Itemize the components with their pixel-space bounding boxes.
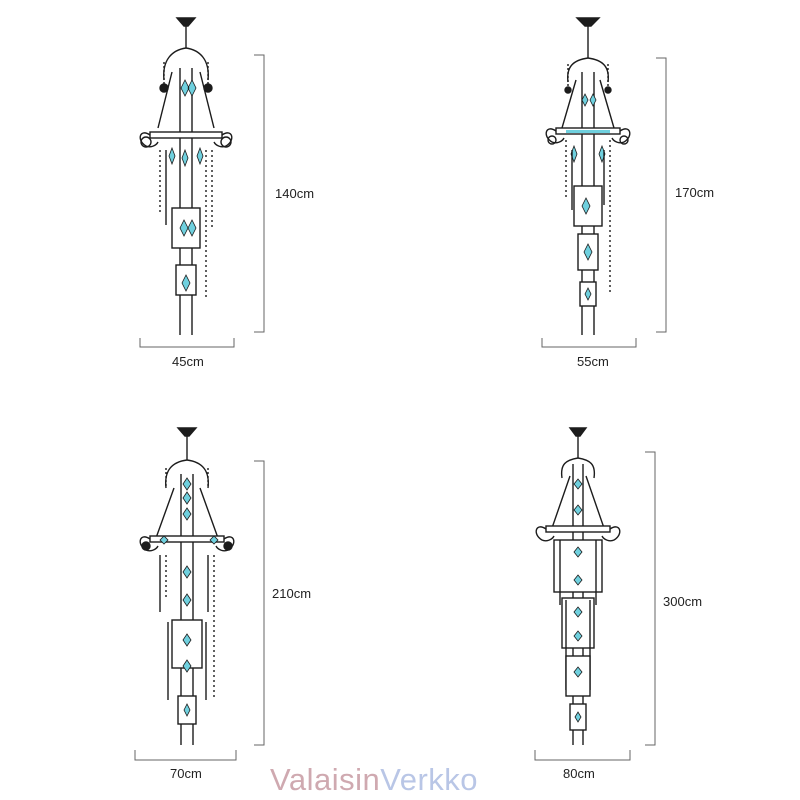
width-dimension-1 — [139, 338, 235, 348]
height-dimension-3 — [254, 460, 265, 746]
chandelier-3 — [139, 427, 235, 745]
width-label-3: 70cm — [170, 766, 202, 781]
logo-part-1: Valaisin — [270, 762, 381, 797]
width-dimension-3 — [134, 750, 237, 761]
chandelier-4 — [535, 427, 621, 745]
width-label-4: 80cm — [563, 766, 595, 781]
height-dimension-4 — [645, 451, 656, 746]
width-dimension-4 — [534, 750, 631, 761]
height-label-1: 140cm — [275, 186, 314, 201]
chandelier-2 — [545, 17, 631, 335]
logo-part-2: Verkko — [380, 762, 479, 797]
height-dimension-1 — [254, 54, 265, 333]
height-label-3: 210cm — [272, 586, 311, 601]
width-dimension-2 — [541, 338, 637, 348]
width-label-1: 45cm — [172, 354, 204, 369]
chandelier-1 — [139, 17, 233, 335]
height-label-2: 170cm — [675, 185, 714, 200]
width-label-2: 55cm — [577, 354, 609, 369]
height-label-4: 300cm — [663, 594, 702, 609]
valaisinverkko-logo: ValaisinVerkko — [270, 762, 478, 798]
height-dimension-2 — [656, 57, 667, 333]
